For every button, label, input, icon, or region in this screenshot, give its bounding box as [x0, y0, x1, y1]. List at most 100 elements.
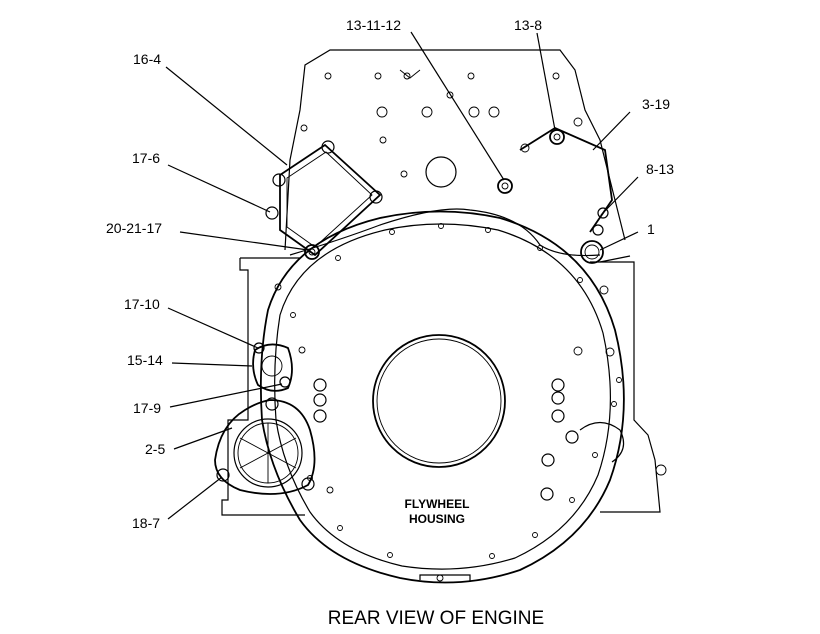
callout-3-19: 3-19 — [642, 96, 670, 112]
perimeter-hole — [592, 452, 598, 458]
right-cover-plate — [519, 126, 613, 233]
side-hole — [551, 409, 565, 423]
perimeter-hole — [485, 227, 491, 233]
round-cover-bolt — [216, 468, 230, 482]
side-hole — [551, 391, 565, 405]
block-hole — [400, 170, 408, 178]
block-hole — [376, 106, 388, 118]
perimeter-hole — [611, 401, 617, 407]
perimeter-hole — [290, 312, 296, 318]
housing-label-line1: FLYWHEEL — [405, 497, 470, 511]
block-hole — [520, 143, 530, 153]
perimeter-hole — [599, 285, 609, 295]
plug-fitting — [580, 240, 604, 264]
leader-line — [167, 476, 223, 520]
callout-17-9: 17-9 — [133, 400, 161, 416]
perimeter-hole — [387, 552, 393, 558]
callout-17-6: 17-6 — [132, 150, 160, 166]
cover-bolt — [369, 190, 383, 204]
perimeter-hole — [298, 346, 306, 354]
housing-bottom-tab — [419, 574, 471, 582]
right-cover-bolt — [549, 129, 565, 145]
block-hole — [552, 72, 560, 80]
round-cover-bolt — [265, 397, 279, 411]
cover-bolt — [265, 206, 279, 220]
center-bolt — [497, 178, 513, 194]
callout-1: 1 — [647, 221, 655, 237]
bolt-cluster-top — [399, 69, 421, 79]
leader-line — [179, 231, 309, 251]
block-hole — [374, 72, 382, 80]
perimeter-hole — [337, 525, 343, 531]
cover-bolt — [272, 173, 286, 187]
leader-line — [165, 66, 288, 166]
leader-line — [599, 231, 639, 251]
cover-bolt — [321, 140, 335, 154]
leader-line — [167, 164, 271, 213]
perimeter-hole — [569, 497, 575, 503]
left-cover-plate — [279, 143, 382, 257]
perimeter-hole — [532, 532, 538, 538]
block-hole — [468, 106, 480, 118]
block-hole — [488, 106, 500, 118]
perimeter-hole — [577, 277, 583, 283]
perimeter-hole — [573, 346, 583, 356]
disc-spoke — [239, 437, 297, 469]
side-hole — [565, 430, 579, 444]
leader-line — [536, 32, 556, 131]
right-side-hole — [655, 464, 667, 476]
perimeter-hole — [438, 223, 444, 229]
callout-2-5: 2-5 — [145, 441, 165, 457]
perimeter-hole — [605, 347, 615, 357]
housing-label-line2: HOUSING — [409, 512, 465, 526]
small-bracket-bolt — [597, 207, 609, 219]
front-cover-lower-edge — [289, 208, 601, 257]
block-hole — [403, 72, 411, 80]
callout-17-10: 17-10 — [124, 296, 160, 312]
camshaft-bore — [425, 156, 457, 188]
housing-perimeter-holes — [274, 223, 622, 582]
side-hole — [551, 378, 565, 392]
side-hole — [540, 487, 554, 501]
perimeter-hole — [537, 245, 543, 251]
leader-line — [169, 383, 283, 408]
block-hole — [446, 91, 454, 99]
callout-20-21-17: 20-21-17 — [106, 220, 162, 236]
block-holes — [300, 72, 583, 178]
perimeter-hole — [489, 553, 495, 559]
leader-line — [592, 111, 631, 151]
round-cover-disc — [233, 418, 303, 488]
side-hole — [313, 393, 327, 407]
side-hole — [541, 453, 555, 467]
callout-15-14: 15-14 — [127, 352, 163, 368]
callout-13-8: 13-8 — [514, 17, 542, 33]
center-bolt-inner — [501, 182, 509, 190]
right-side-flange — [599, 255, 631, 263]
block-hole — [421, 106, 433, 118]
small-access-cover — [252, 343, 293, 392]
crankshaft-bore-inner — [376, 338, 502, 464]
block-hole — [379, 136, 387, 144]
callout-16-4: 16-4 — [133, 51, 161, 67]
perimeter-hole — [616, 377, 622, 383]
side-hole — [313, 378, 327, 392]
crankshaft-bore — [372, 334, 506, 468]
leader-line — [173, 427, 233, 450]
diagram-caption: REAR VIEW OF ENGINE — [328, 608, 544, 629]
round-access-cover — [214, 399, 316, 495]
callout-8-13: 8-13 — [646, 161, 674, 177]
perimeter-hole — [326, 486, 334, 494]
callout-13-11-12: 13-11-12 — [346, 17, 401, 33]
block-hole — [467, 72, 475, 80]
leader-lines — [165, 31, 639, 520]
small-cover-bolt — [279, 376, 291, 388]
leader-line — [171, 362, 253, 367]
right-cover-bolt-inner — [553, 133, 561, 141]
right-pulley — [579, 421, 625, 463]
round-cover-bolt — [301, 477, 315, 491]
perimeter-hole — [274, 283, 282, 291]
block-hole — [300, 124, 308, 132]
small-bracket-bolt — [592, 224, 604, 236]
cover-bolt — [304, 244, 320, 260]
